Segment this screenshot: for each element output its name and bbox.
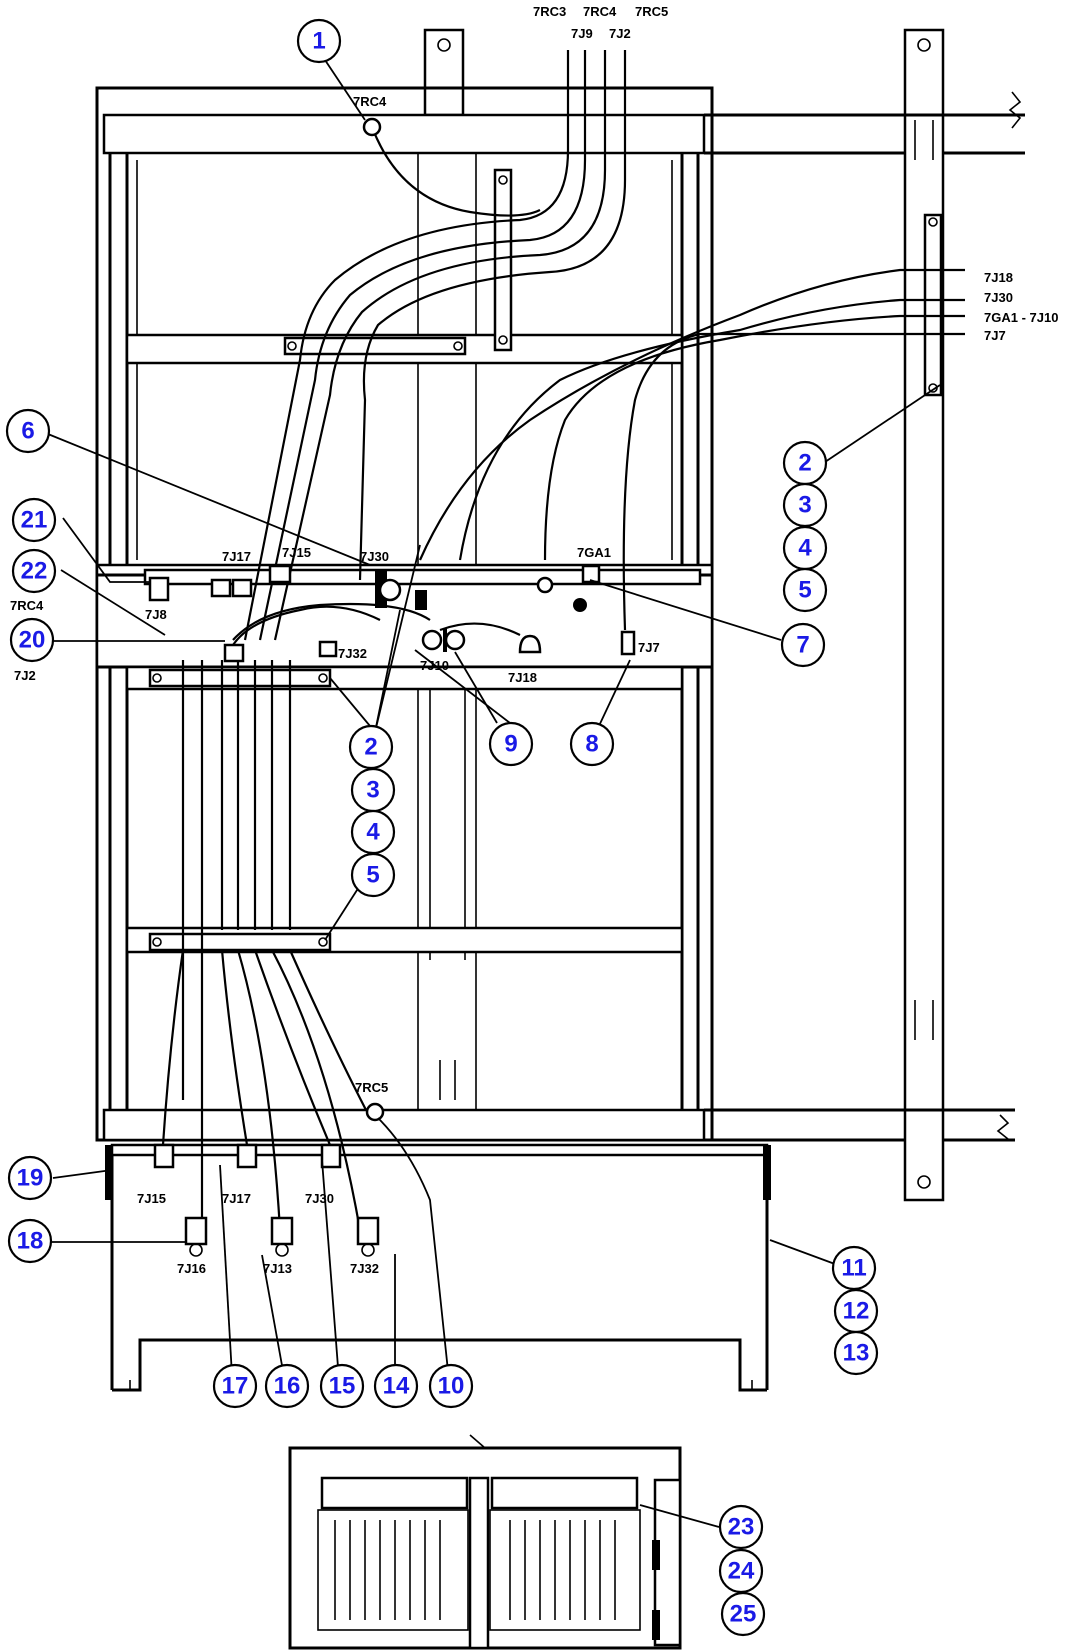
label-7rc5: 7RC5	[355, 1080, 388, 1095]
svg-text:2: 2	[798, 450, 811, 477]
callout-25: 25	[720, 1591, 766, 1637]
label-7j8: 7J8	[145, 607, 167, 622]
label-bottom-7j17: 7J17	[222, 1191, 251, 1206]
inset-detail	[288, 1434, 682, 1650]
label-right-7ga1: 7GA1 - 7J10	[984, 310, 1058, 325]
label-7j18: 7J18	[508, 670, 537, 685]
label-7j2-left: 7J2	[14, 668, 36, 683]
callout-15: 15	[319, 1363, 365, 1409]
svg-text:6: 6	[21, 418, 34, 445]
svg-text:11: 11	[841, 1255, 866, 1282]
svg-text:21: 21	[21, 507, 48, 534]
svg-text:4: 4	[366, 819, 380, 846]
callout-4-center: 4	[350, 809, 396, 855]
svg-text:13: 13	[843, 1340, 870, 1367]
callout-16: 16	[264, 1363, 310, 1409]
callout-14: 14	[373, 1363, 419, 1409]
callout-3-right: 3	[782, 482, 828, 528]
svg-text:15: 15	[329, 1373, 356, 1400]
label-bottom-7j16: 7J16	[177, 1261, 206, 1276]
label-right-7j18: 7J18	[984, 270, 1013, 285]
label-7j7: 7J7	[638, 640, 660, 655]
label-bottom-7j15: 7J15	[137, 1191, 166, 1206]
callout-12: 12	[833, 1288, 879, 1334]
callout-3-center: 3	[350, 767, 396, 813]
svg-text:16: 16	[274, 1373, 301, 1400]
callout-8: 8	[569, 721, 615, 767]
callout-13: 13	[833, 1330, 879, 1376]
connectors	[148, 117, 636, 1257]
callout-6: 6	[5, 408, 51, 454]
label-bottom-7j32: 7J32	[350, 1261, 379, 1276]
svg-text:10: 10	[438, 1373, 465, 1400]
callout-5-right: 5	[782, 567, 828, 613]
callout-2-center: 2	[348, 724, 394, 770]
label-7rc4-left: 7RC4	[10, 598, 44, 613]
callout-21: 21	[11, 497, 57, 543]
svg-text:8: 8	[585, 731, 598, 758]
label-7rc4-top: 7RC4	[353, 94, 387, 109]
label-7j15: 7J15	[282, 545, 311, 560]
svg-text:22: 22	[21, 558, 48, 585]
callout-19: 19	[7, 1155, 53, 1201]
callouts: 1 6 21 22 20 2 3 4 5 7 2 3 4 5 9 8 19 18…	[5, 18, 879, 1637]
callout-2-right: 2	[782, 440, 828, 486]
callout-20: 20	[9, 617, 55, 663]
label-right-7j7: 7J7	[984, 328, 1006, 343]
svg-text:5: 5	[366, 862, 379, 889]
component-labels: 7RC3 7RC4 7RC5 7J9 7J2 7RC4 7J18 7J30 7G…	[10, 4, 1058, 1276]
svg-text:25: 25	[730, 1601, 757, 1628]
callout-1: 1	[296, 18, 342, 64]
label-7j30: 7J30	[360, 549, 389, 564]
svg-text:23: 23	[728, 1514, 755, 1541]
label-right-7j30: 7J30	[984, 290, 1013, 305]
svg-text:3: 3	[798, 492, 811, 519]
callout-4-right: 4	[782, 525, 828, 571]
clamp-bars	[148, 168, 943, 952]
svg-text:20: 20	[19, 627, 46, 654]
svg-text:2: 2	[364, 734, 377, 761]
callout-7: 7	[780, 622, 826, 668]
svg-text:3: 3	[366, 777, 379, 804]
svg-text:19: 19	[17, 1165, 44, 1192]
svg-text:18: 18	[17, 1228, 44, 1255]
svg-text:17: 17	[222, 1373, 249, 1400]
callout-18: 18	[7, 1218, 53, 1264]
svg-text:9: 9	[504, 731, 517, 758]
leader-lines	[42, 59, 941, 1528]
svg-text:5: 5	[798, 577, 811, 604]
svg-text:4: 4	[798, 535, 812, 562]
callout-10: 10	[428, 1363, 474, 1409]
label-bottom-7j13: 7J13	[263, 1261, 292, 1276]
callout-5-center: 5	[350, 852, 396, 898]
callout-9: 9	[488, 721, 534, 767]
callout-24: 24	[718, 1548, 764, 1594]
label-7j17: 7J17	[222, 549, 251, 564]
callout-17: 17	[212, 1363, 258, 1409]
label-7j32: 7J32	[338, 646, 367, 661]
callout-11: 11	[831, 1245, 877, 1291]
label-top-7rc3: 7RC3	[533, 4, 566, 19]
label-top-7rc4: 7RC4	[583, 4, 617, 19]
label-bottom-7j30: 7J30	[305, 1191, 334, 1206]
label-top-7j9: 7J9	[571, 26, 593, 41]
label-top-7rc5: 7RC5	[635, 4, 668, 19]
svg-text:14: 14	[383, 1373, 410, 1400]
cable-harness	[161, 50, 965, 1231]
svg-text:12: 12	[843, 1298, 870, 1325]
callout-22: 22	[11, 548, 57, 594]
label-7ga1: 7GA1	[577, 545, 611, 560]
svg-text:24: 24	[728, 1558, 755, 1585]
svg-text:1: 1	[312, 28, 325, 55]
callout-23: 23	[718, 1504, 764, 1550]
label-top-7j2: 7J2	[609, 26, 631, 41]
label-7j10: 7J10	[420, 658, 449, 673]
frame-structure	[95, 28, 1025, 1392]
svg-text:7: 7	[796, 632, 809, 659]
